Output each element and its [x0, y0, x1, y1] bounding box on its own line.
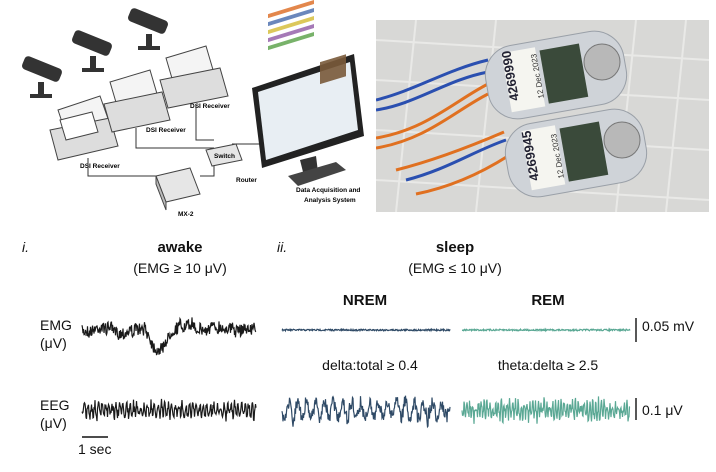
panel-i-marker: i.: [22, 239, 29, 255]
receiver-cage: [49, 95, 119, 161]
rem-criterion: theta:delta ≥ 2.5: [497, 357, 599, 373]
monitor-icon: [252, 0, 364, 186]
emg-scale-label: 0.05 mV: [642, 318, 695, 334]
nrem-criterion: delta:total ≥ 0.4: [322, 357, 418, 373]
router-label: Router: [236, 177, 257, 184]
receiver-label: DSI Receiver: [190, 103, 230, 110]
awake-eeg-trace: [81, 398, 257, 422]
nrem-emg-trace: [281, 327, 451, 333]
electrode-wires: [376, 58, 509, 196]
eeg-scale-label: 0.1 μV: [642, 402, 683, 418]
mx2-box: [155, 167, 201, 211]
mx2-label: MX-2: [178, 211, 194, 218]
camera-icon: [72, 30, 112, 72]
awake-title: awake: [157, 239, 203, 256]
camera-icon: [128, 8, 168, 50]
receiver-label: DSI Receiver: [146, 127, 186, 134]
rem-eeg-trace: [461, 396, 631, 425]
eeg-row-label: EEG: [40, 397, 70, 413]
switch-box: Switch: [205, 143, 243, 167]
receiver-cage: [159, 45, 229, 109]
awake-subtitle: (EMG ≥ 10 μV): [133, 260, 227, 276]
rem-emg-trace: [461, 327, 631, 333]
receiver-label: DSI Receiver: [80, 163, 120, 170]
system-label-line2: Analysis System: [304, 197, 356, 204]
telemetry-device: 4269990 12 Dec 2023: [484, 30, 628, 120]
emg-row-label: EMG: [40, 317, 72, 333]
switch-label: Switch: [214, 153, 235, 160]
time-scale-label: 1 sec: [78, 441, 112, 457]
panel-ii-marker: ii.: [277, 239, 288, 255]
emg-row-unit: (μV): [40, 335, 67, 351]
telemetry-device-photo: 4269990 12 Dec 2023 4269945 12 Dec 2023: [376, 20, 709, 212]
recording-system-schematic: DSI Receiver DSI Receiver DSI Receiver S…: [22, 0, 364, 218]
rem-label: REM: [531, 292, 565, 309]
system-label-line1: Data Acquisition and: [296, 187, 360, 194]
receiver-cage: [103, 69, 171, 133]
sleep-title: sleep: [435, 239, 475, 256]
awake-emg-trace: [81, 316, 257, 356]
eeg-row-unit: (μV): [40, 415, 67, 431]
nrem-eeg-trace: [281, 395, 451, 429]
telemetry-device: 4269945 12 Dec 2023: [504, 108, 648, 198]
signal-traces: [81, 316, 637, 438]
nrem-label: NREM: [342, 292, 388, 309]
camera-icon: [22, 56, 62, 98]
sleep-subtitle: (EMG ≤ 10 μV): [408, 260, 502, 276]
